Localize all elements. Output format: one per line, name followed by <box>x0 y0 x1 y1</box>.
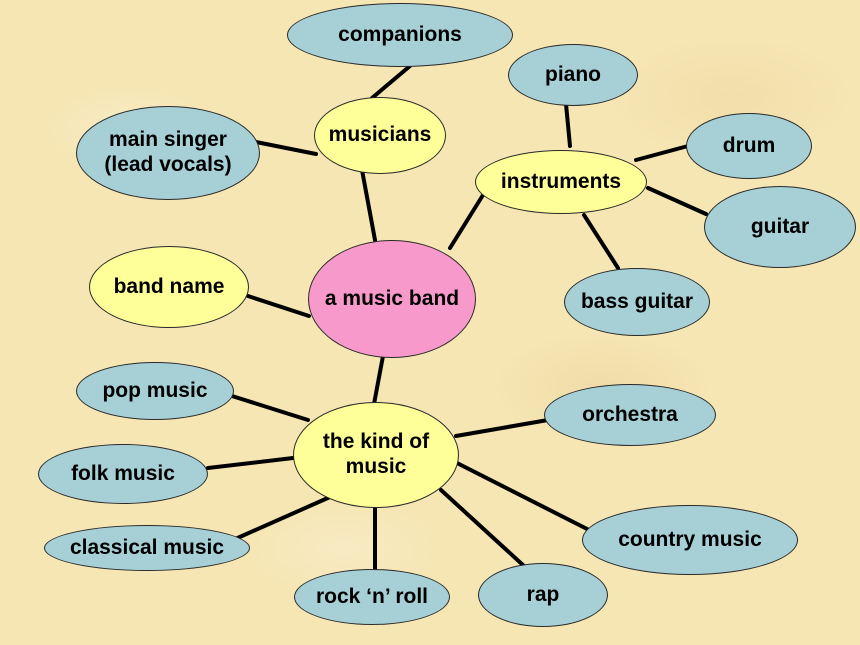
leaf-guitar: guitar <box>704 186 856 268</box>
line-center-kind-of-music <box>372 354 385 406</box>
line-instruments-drum <box>634 144 690 162</box>
line-center-musicians <box>360 168 377 242</box>
category-musicians: musicians <box>314 97 446 174</box>
leaf-companions: companions <box>287 3 513 67</box>
leaf-bass-guitar: bass guitar <box>564 268 710 336</box>
leaf-orchestra: orchestra <box>544 384 716 446</box>
line-music-country <box>453 460 595 534</box>
line-musicians-companions <box>370 64 412 100</box>
leaf-rock-n-roll: rock ‘n’ roll <box>294 569 450 625</box>
line-music-rap <box>439 488 526 568</box>
leaf-main-singer: main singer (lead vocals) <box>76 106 260 200</box>
line-music-folk <box>206 456 295 470</box>
leaf-drum: drum <box>686 113 812 179</box>
leaf-pop-music: pop music <box>76 362 234 420</box>
leaf-folk-music: folk music <box>38 444 208 504</box>
line-music-pop <box>230 394 310 422</box>
line-center-instruments <box>448 193 485 250</box>
leaf-piano: piano <box>508 44 638 106</box>
category-kind-of-music: the kind of music <box>293 402 459 508</box>
central-node: a music band <box>308 240 476 358</box>
leaf-country-music: country music <box>582 505 798 575</box>
line-instruments-guitar <box>646 186 708 216</box>
line-instruments-bass-guitar <box>582 213 620 270</box>
category-instruments: instruments <box>475 150 647 214</box>
line-musicians-main-singer <box>254 140 318 156</box>
leaf-classical-music: classical music <box>44 525 250 571</box>
category-band-name: band name <box>89 246 249 328</box>
line-instruments-piano <box>564 102 572 148</box>
leaf-rap: rap <box>478 563 608 627</box>
line-music-orchestra <box>454 418 550 438</box>
line-music-classical <box>231 495 332 542</box>
line-center-band-name <box>246 294 311 318</box>
